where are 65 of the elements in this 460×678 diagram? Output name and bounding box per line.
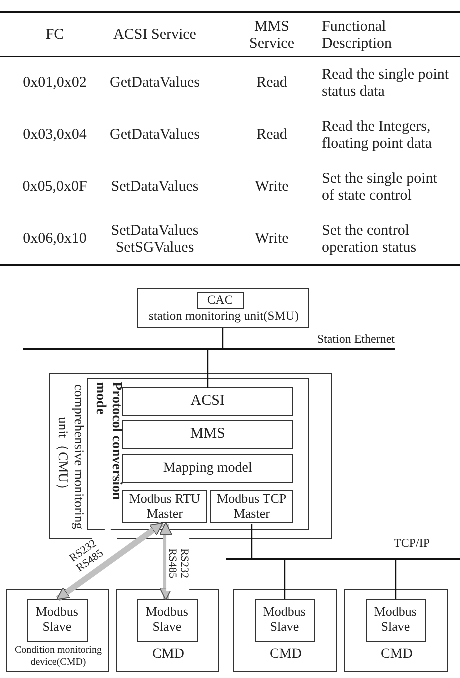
table-text: Read	[256, 126, 288, 146]
label-text: CMD	[380, 647, 414, 664]
connector-line	[222, 328, 224, 348]
table-text: SetDataValues SetSGValues	[110, 222, 200, 258]
table-text: Read	[256, 74, 288, 94]
label-text: Modbus Slave	[262, 603, 307, 636]
unit-box	[210, 490, 294, 524]
table-text: Set the control operation status	[322, 222, 418, 258]
unit-box	[122, 420, 294, 450]
unit-box	[122, 454, 294, 484]
bus-line	[23, 348, 395, 350]
unit-box	[86, 378, 309, 530]
column-header: MMS Service	[248, 18, 296, 54]
double-arrow	[56, 522, 164, 602]
table-text: Read the Integers, floating point data	[322, 118, 433, 154]
label-text: Modbus Slave	[373, 603, 418, 636]
table-text: 0x06,0x10	[22, 230, 88, 250]
connector-line	[395, 560, 397, 599]
unit-box	[254, 598, 315, 642]
label-text: CMD	[269, 647, 303, 664]
column-header: Functional Description	[322, 18, 393, 54]
label-text: Modbus TCP Master	[216, 491, 288, 522]
connector-line	[251, 524, 253, 558]
label-text: MMS	[189, 425, 226, 444]
unit-box	[344, 589, 448, 672]
table-text: 0x05,0x0F	[22, 178, 88, 198]
table-text: Write	[254, 178, 290, 198]
label-text: CMD	[152, 647, 186, 664]
unit-box	[136, 598, 198, 642]
label-text: CAC	[206, 292, 234, 308]
label-text: Modbus Slave	[144, 603, 190, 636]
column-header: FC	[44, 26, 66, 46]
double-arrow	[160, 522, 172, 601]
heading-text: Protocol conversion mode	[92, 382, 124, 502]
unit-box	[26, 598, 88, 642]
bus-label: Station Ethernet	[316, 333, 395, 347]
label-text: station monitoring unit(SMU)	[148, 309, 300, 324]
unit-box	[137, 288, 309, 328]
unit-box	[6, 589, 109, 672]
connector-line	[284, 560, 286, 599]
table-text: Set the single point of state control	[322, 170, 438, 206]
bus-line	[226, 558, 460, 560]
edge-label: RS232 RS485	[166, 536, 190, 592]
label-text: Condition monitoring device(CMD)	[14, 645, 103, 668]
unit-box	[196, 292, 244, 309]
label-text: Mapping model	[162, 460, 254, 478]
unit-box	[233, 589, 337, 672]
table-text: 0x01,0x02	[22, 74, 88, 94]
column-header: ACSI Service	[112, 26, 198, 46]
label-text: Modbus Slave	[34, 603, 80, 636]
connector-line	[207, 350, 209, 388]
unit-box	[122, 490, 208, 524]
table-text: GetDataValues	[109, 126, 201, 146]
unit-box	[366, 598, 426, 642]
table-text: Write	[254, 230, 290, 250]
unit-box	[122, 387, 294, 416]
label-text: ACSI	[190, 392, 226, 412]
table-text: SetDataValues	[110, 178, 200, 198]
table-text: 0x03,0x04	[22, 126, 88, 146]
unit-box	[49, 373, 332, 539]
table-text: Read the single point status data	[322, 66, 450, 102]
bus-label: TCP/IP	[392, 537, 430, 551]
table-text: GetDataValues	[109, 74, 201, 94]
unit-box	[116, 589, 219, 672]
label-text: Modbus RTU Master	[128, 491, 202, 522]
